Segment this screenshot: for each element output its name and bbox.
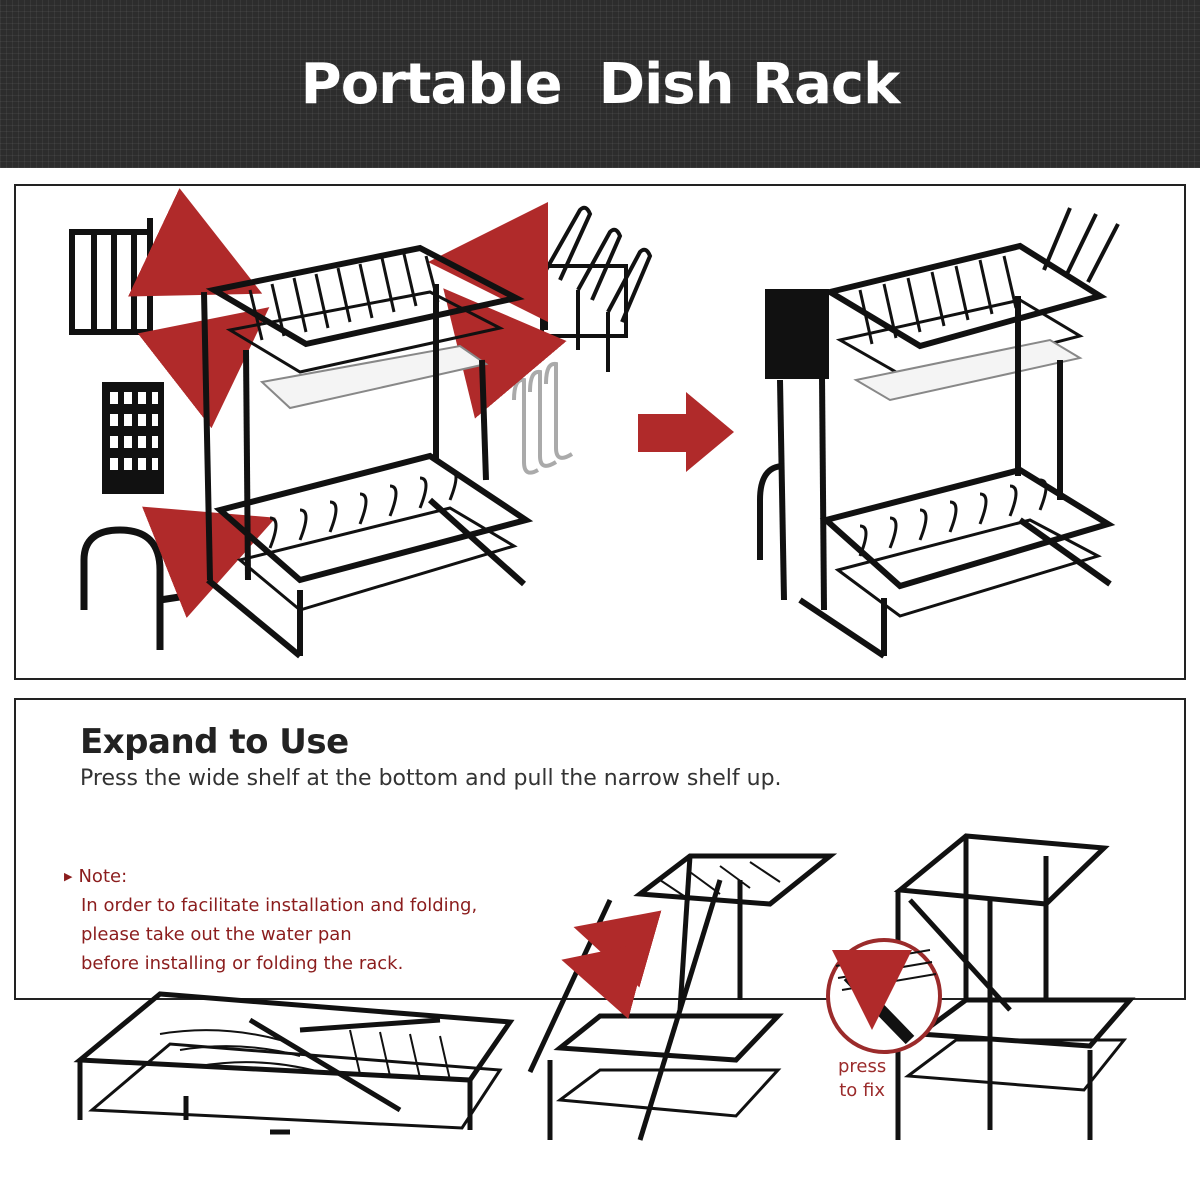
note-marker-icon: ▶ — [64, 870, 73, 883]
folded-rack-icon — [73, 991, 515, 1135]
press-to-fix-label: press to fix — [838, 1055, 886, 1103]
press-label-line: to fix — [839, 1080, 886, 1101]
press-to-fix-magnifier-icon — [826, 938, 942, 1054]
banner-title: Portable Dish Rack — [300, 51, 901, 117]
pull-up-arrows — [561, 910, 662, 1019]
note-line: before installing or folding the rack. — [81, 953, 404, 974]
half-expanded-rack-icon — [527, 853, 838, 1141]
result-arrow-icon — [638, 392, 734, 472]
rack-parts-view-icon — [201, 244, 534, 659]
expand-description: Press the wide shelf at the bottom and p… — [80, 766, 782, 791]
note-heading: Note: — [78, 866, 128, 887]
note-line: please take out the water pan — [81, 924, 352, 945]
expand-title: Expand to Use — [80, 722, 349, 762]
press-label-line: press — [838, 1056, 887, 1077]
assembled-rack-icon — [757, 207, 1120, 659]
note-line: In order to facilitate installation and … — [81, 895, 478, 916]
installation-note: ▶ Note: In order to facilitate installat… — [64, 862, 477, 978]
title-banner: Portable Dish Rack — [0, 0, 1200, 168]
